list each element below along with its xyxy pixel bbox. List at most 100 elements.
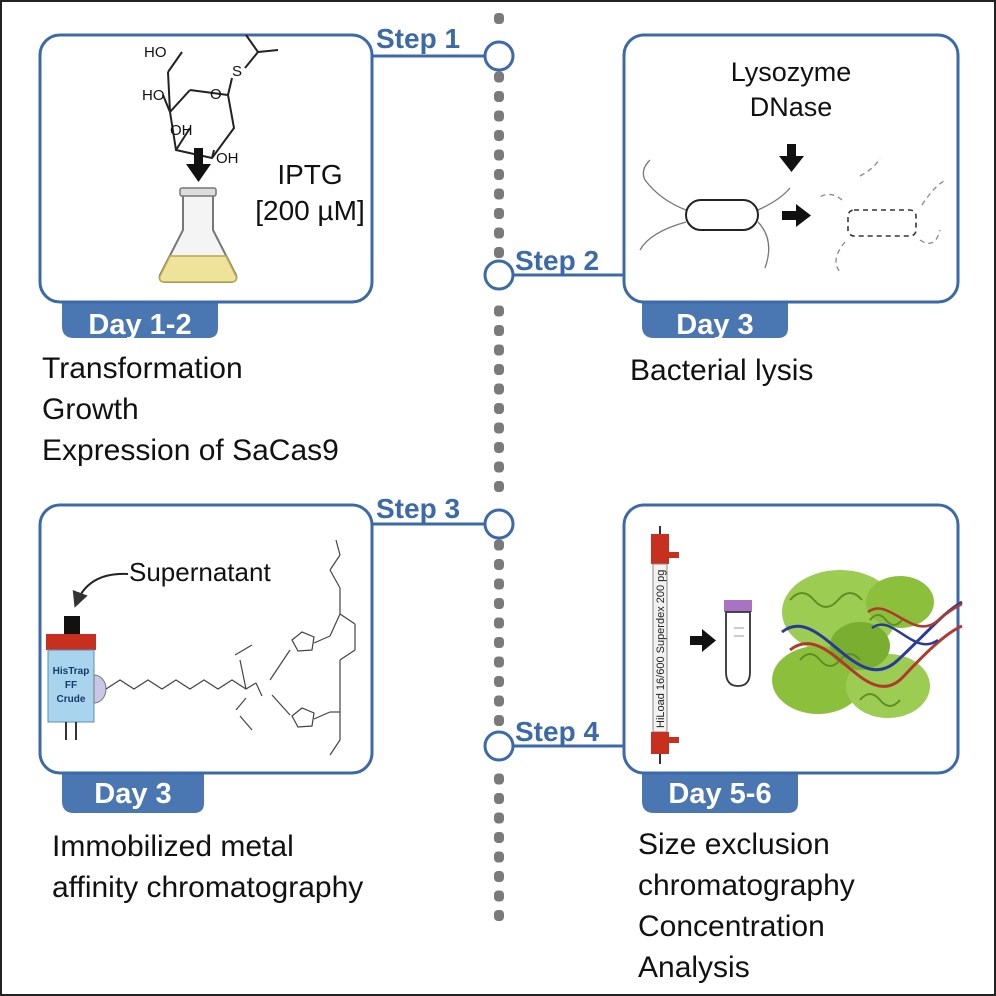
reagent-lysozyme: Lysozyme [731,57,852,87]
timeline-dot [494,832,504,843]
panel-step-4 [622,503,960,775]
svg-text:HisTrap: HisTrap [53,666,90,677]
timeline-dot [494,715,504,726]
timeline-dot [494,578,504,590]
timeline-dot [494,461,504,473]
timeline-dot [494,539,504,551]
intact-bacterium-icon [639,159,791,269]
inducer-concentration: [200 µM] [255,195,365,226]
timeline-dot [494,149,504,161]
timeline-dot [494,910,504,921]
timeline-dot [494,130,504,141]
column-label: HisTrap FF Crude [53,666,90,705]
right-arrow-icon [782,204,811,227]
description-line: Immobilized metal [52,830,294,863]
timeline-dot [494,325,504,336]
timeline-dot [494,442,504,453]
day-label-step-2: Day 3 [676,309,753,341]
timeline-dot [494,812,504,824]
panel-step-3 [38,503,374,775]
step-4-node [483,730,515,762]
step-1-description: Transformation Growth Expression of SaCa… [42,348,339,471]
svg-text:HO: HO [144,44,167,61]
down-arrow-icon [186,148,211,182]
description-line: affinity chromatography [52,871,364,904]
description-line: Analysis [638,951,750,984]
down-arrow-icon [779,144,804,172]
timeline-dot [494,364,504,375]
svg-text:Crude: Crude [57,694,86,705]
lysed-bacterium-icon [817,157,947,273]
supernatant-label: Supernatant [129,557,271,587]
step-1-label: Step 1 [376,23,460,54]
step-nodes [483,40,515,762]
svg-text:OH: OH [216,150,239,167]
step-2-description: Bacterial lysis [630,350,813,391]
ni-nta-linker-structure [105,539,356,756]
timeline-dot [494,637,504,648]
timeline-dot [494,617,504,629]
iptg-atom-labels: HO HO OH OH O S [142,44,242,167]
timeline-dot [494,247,504,258]
step-4-description: Size exclusion chromatography Concentrat… [638,824,855,988]
timeline-dotted-line [494,13,504,921]
description-line: Size exclusion [638,828,830,861]
svg-text:OH: OH [170,122,193,139]
timeline-dot [494,383,504,395]
timeline-dot [494,305,504,317]
timeline-dot [494,656,504,668]
description-line: Bacterial lysis [630,354,814,387]
svg-text:HO: HO [142,87,165,104]
timeline-dot [494,676,504,687]
svg-text:S: S [232,63,242,80]
step-3-node [483,508,515,540]
timeline-dot [494,169,504,180]
timeline-dot [494,793,504,804]
timeline-dot [494,71,504,83]
timeline-dot [494,208,504,219]
timeline-dot [494,403,504,414]
step-2-label: Step 2 [515,245,599,276]
right-arrow-icon [690,629,716,652]
timeline-dot [494,227,504,239]
day-label-step-4: Day 5-6 [668,778,771,810]
timeline-dot [494,481,504,492]
step-3-label: Step 3 [376,493,460,524]
step-connectors [372,54,624,748]
day-label-step-1: Day 1-2 [88,309,191,341]
svg-text:O: O [210,86,222,103]
description-line: Transformation [42,352,243,385]
sec-column-label: HiLoad 16/600 Superdex 200 pg [655,570,667,728]
timeline-dot [494,890,504,902]
inducer-name: IPTG [277,159,342,190]
svg-text:FF: FF [65,680,77,691]
description-line: chromatography [638,869,855,902]
timeline-dot [494,851,504,863]
timeline-dot [494,871,504,882]
timeline-dot [494,598,504,609]
description-line: Concentration [638,910,825,943]
description-line: Growth [42,393,139,426]
timeline-dot [494,91,504,102]
iptg-molecule [162,34,279,160]
timeline-dot [494,422,504,434]
step-1-node [483,40,515,72]
description-line: Expression of SaCas9 [42,434,339,467]
step-4-label: Step 4 [515,716,599,747]
step-3-description: Immobilized metal affinity chromatograph… [52,826,363,908]
curved-arrow-icon [72,572,129,608]
sample-tube-icon [724,600,752,687]
histrap-column-icon [46,616,107,740]
hiload-column-icon: HiLoad 16/600 Superdex 200 pg [651,526,679,764]
reagent-dnase: DNase [750,92,833,122]
step-2-node [483,259,515,291]
flask-icon [158,187,238,283]
timeline-dot [494,188,504,200]
timeline-dot [494,559,504,570]
timeline-dot [494,773,504,785]
timeline-dot [494,695,504,707]
sacas9-protein-structure [772,570,963,718]
